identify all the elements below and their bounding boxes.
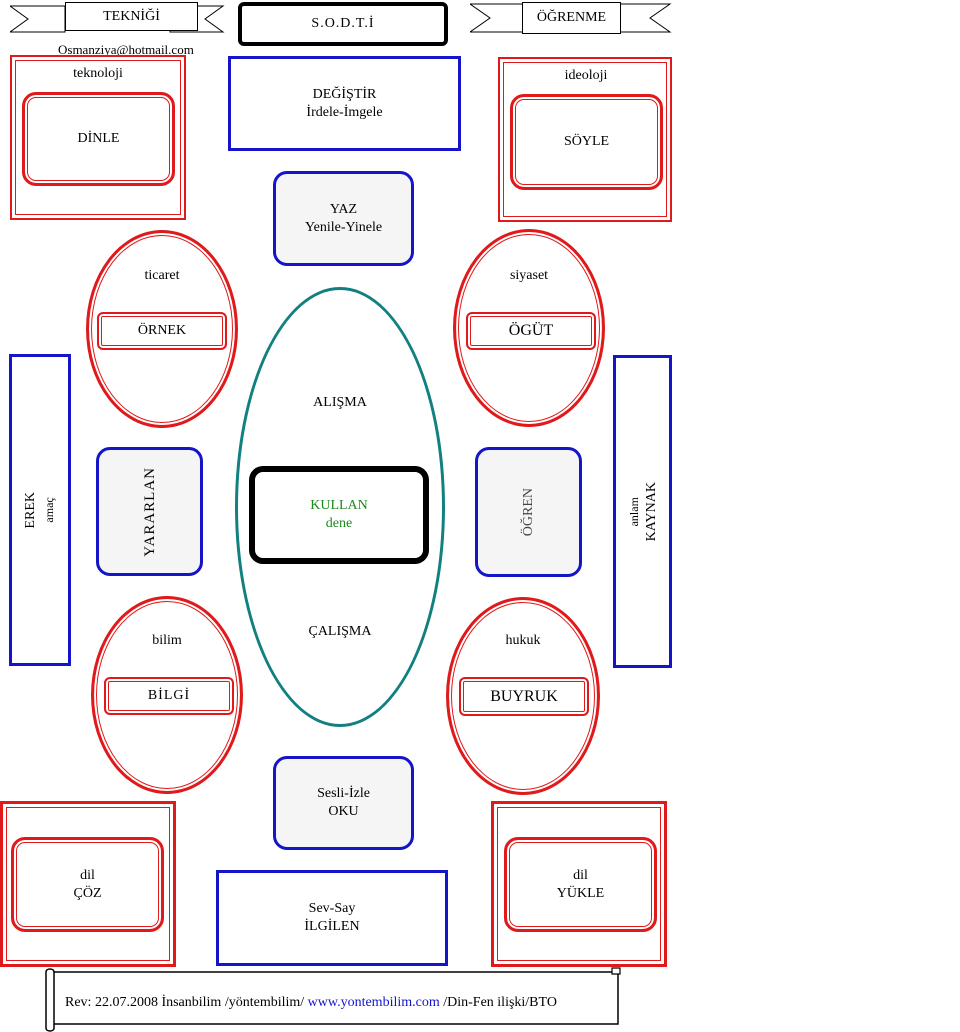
yaz-line1: YAZ [329, 201, 358, 217]
coz-box: dil ÇÖZ [11, 837, 164, 932]
oku-box: Sesli-İzle OKU [273, 756, 414, 850]
teknoloji-box: teknoloji DİNLE [10, 55, 186, 220]
center-title: S.O.D.T.İ [311, 16, 375, 31]
ogren-label: ÖĞREN [520, 487, 536, 537]
degistir-box: DEĞİŞTİR İrdele-İmgele [228, 56, 461, 151]
ilgilen-line1: Sev-Say [308, 901, 356, 916]
dinle-label: DİNLE [77, 131, 120, 146]
ilgilen-box: Sev-Say İLGİLEN [216, 870, 448, 966]
siyaset-ellipse: siyaset ÖGÜT [453, 229, 605, 427]
hukuk-ellipse: hukuk BUYRUK [446, 597, 600, 795]
coz-line1: dil [80, 867, 95, 883]
right-banner-label: ÖĞRENME [536, 10, 607, 25]
yararlan-label: YARARLAN [141, 466, 158, 557]
center-title-box: S.O.D.T.İ [238, 2, 448, 46]
yukle-line1: dil [573, 867, 588, 883]
degistir-line1: DEĞİŞTİR [312, 86, 377, 102]
ogren-box: ÖĞREN [475, 447, 582, 577]
erek-text: EREK amaç [22, 492, 58, 529]
yararlan-box: YARARLAN [96, 447, 203, 576]
calisma-label: ÇALIŞMA [308, 624, 372, 639]
oku-line1: Sesli-İzle [317, 786, 370, 801]
bilim-ellipse: bilim BİLGİ [91, 596, 243, 794]
ogut-box: ÖGÜT [466, 312, 596, 350]
email-text: Osmanziya@hotmail.com [58, 42, 194, 57]
footer-link[interactable]: www.yontembilim.com [307, 995, 440, 1010]
ornek-box: ÖRNEK [97, 312, 227, 350]
dinle-box: DİNLE [22, 92, 175, 186]
kullan-box: KULLAN dene [249, 466, 429, 564]
buyruk-label: BUYRUK [490, 687, 558, 705]
bilim-label: bilim [152, 633, 182, 648]
yukle-line2: YÜKLE [556, 885, 605, 901]
bilgi-label: BİLGİ [147, 688, 191, 703]
ideoloji-label: ideoloji [564, 68, 608, 83]
footer-prefix: Rev: 22.07.2008 İnsanbilim /yöntembilim/ [65, 995, 308, 1010]
yaz-line2: Yenile-Yinele [304, 219, 383, 235]
erek-line1: EREK [23, 491, 38, 529]
buyruk-box: BUYRUK [459, 677, 589, 716]
erek-line2: amaç [42, 497, 56, 523]
right-banner-ribbon [470, 3, 672, 33]
kullan-line1: KULLAN [310, 498, 368, 513]
erek-bar: EREK amaç [9, 354, 71, 666]
degistir-line2: İrdele-İmgele [306, 104, 383, 120]
hukuk-label: hukuk [505, 633, 541, 648]
center-ellipse: ALIŞMA ÇALIŞMA [235, 287, 445, 727]
kullan-line2: dene [325, 516, 353, 531]
kaynak-bar: anlam KAYNAK [613, 355, 672, 668]
yaz-box: YAZ Yenile-Yinele [273, 171, 414, 266]
footer-scroll-shape [45, 967, 621, 1032]
alisma-label: ALIŞMA [313, 395, 367, 410]
left-banner-label: TEKNİĞİ [103, 8, 160, 24]
coz-line2: ÇÖZ [73, 885, 102, 901]
kaynak-text: anlam KAYNAK [625, 482, 661, 541]
right-banner: ÖĞRENME [522, 2, 621, 34]
ilgilen-line2: İLGİLEN [304, 919, 360, 934]
left-banner: TEKNİĞİ [65, 2, 198, 31]
yukle-outer-box: dil YÜKLE [491, 801, 667, 967]
footer-text: Rev: 22.07.2008 İnsanbilim /yöntembilim/… [65, 994, 557, 1012]
kaynak-line2: KAYNAK [643, 481, 659, 542]
soyle-box: SÖYLE [510, 94, 663, 190]
email: Osmanziya@hotmail.com [58, 42, 194, 58]
soyle-label: SÖYLE [563, 134, 610, 149]
yukle-box: dil YÜKLE [504, 837, 657, 932]
coz-outer-box: dil ÇÖZ [0, 801, 176, 967]
bilgi-box: BİLGİ [104, 677, 234, 715]
teknoloji-label: teknoloji [73, 66, 123, 81]
siyaset-label: siyaset [509, 268, 549, 283]
ogut-label: ÖGÜT [508, 322, 554, 339]
ticaret-label: ticaret [144, 268, 180, 283]
ticaret-ellipse: ticaret ÖRNEK [86, 230, 238, 428]
ornek-label: ÖRNEK [137, 323, 187, 338]
oku-line2: OKU [328, 804, 359, 819]
kaynak-line1: anlam [626, 496, 641, 527]
footer-suffix: /Din-Fen ilişki/BTO [439, 995, 557, 1010]
ideoloji-box: ideoloji SÖYLE [498, 57, 672, 222]
